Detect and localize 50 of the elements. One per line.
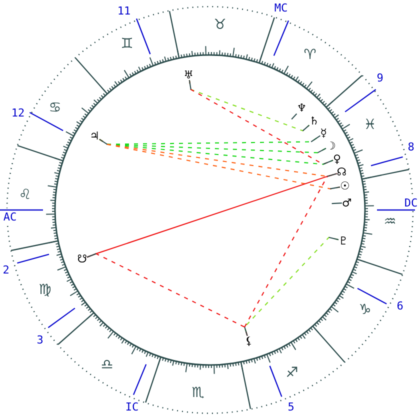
leader-line [244, 326, 248, 336]
planet-symbol: ♃ [90, 130, 100, 142]
leader-line [317, 148, 326, 154]
house-label: DC [404, 198, 418, 208]
house-label: MC [274, 2, 288, 14]
zodiac-sign: ♒ [384, 215, 396, 229]
planet-symbol: ♅ [184, 69, 194, 80]
house-label: 3 [36, 334, 44, 346]
planet-symbol: ☊ [336, 166, 347, 178]
house-label: AC [3, 212, 17, 222]
zodiac-sign: ♋ [48, 101, 62, 115]
leader-line [291, 113, 298, 120]
zodiac-sign: ♐ [286, 366, 298, 380]
house-label: IC [125, 402, 139, 412]
house-label: 8 [408, 142, 414, 152]
leader-line [86, 253, 96, 258]
leader-line [310, 135, 320, 142]
house-label: 5 [288, 402, 294, 412]
leader-line [322, 160, 334, 165]
planet-symbol: ♇ [338, 235, 348, 246]
zodiac-sign: ♉ [214, 18, 226, 32]
planet-symbol: ♂ [342, 197, 352, 208]
zodiac-sign: ♎ [100, 358, 114, 372]
zodiac-sign: ♓ [364, 118, 376, 132]
house-label: 6 [396, 300, 404, 312]
leader-line [99, 138, 108, 145]
zodiac-sign: ♑ [358, 303, 372, 317]
planet-symbol: ☉ [340, 180, 350, 192]
leader-line [328, 236, 339, 240]
leader-line [188, 80, 192, 90]
planet-symbol: ☽ [326, 140, 336, 152]
planet-symbol: ☋ [77, 254, 87, 265]
house-label: 12 [11, 108, 25, 118]
house-label: 2 [2, 264, 10, 276]
zodiac-sign: ♍ [38, 283, 52, 297]
planet-symbol: ♀ [332, 153, 342, 164]
leader-line [330, 186, 340, 190]
zodiac-sign: ♊ [120, 37, 134, 51]
leader-line [327, 173, 337, 177]
zodiac-sign: ♌ [18, 188, 32, 202]
leader-line [332, 202, 342, 204]
house-label: 9 [376, 72, 384, 84]
zodiac-sign: ♏ [192, 386, 204, 400]
planet-symbol: ♄ [309, 116, 320, 127]
planet-symbol: ☿ [320, 128, 327, 139]
planet-symbol: ♆ [296, 102, 307, 114]
leader-line [302, 124, 310, 132]
planet-symbol: ⚸ [244, 336, 253, 347]
house-label: 11 [117, 6, 131, 16]
zodiac-sign: ♈ [304, 48, 316, 62]
